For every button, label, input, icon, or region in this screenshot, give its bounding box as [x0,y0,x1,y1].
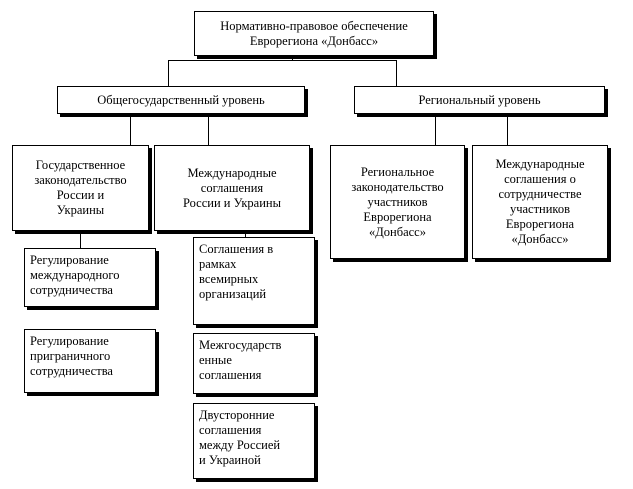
connector-line [245,230,246,238]
connector-line [435,113,436,145]
regulation-international-box: Регулирование международного сотрудничес… [24,248,156,307]
national-level-box: Общегосударственный уровень [57,86,305,114]
regional-agreements-box: Международные соглашения о сотрудничеств… [472,145,608,259]
connector-line [396,60,397,87]
connector-line [168,60,169,87]
international-agreements-box: Международные соглашения России и Украин… [154,145,310,231]
connector-line [130,113,131,145]
connector-line [168,60,397,61]
connector-line [208,113,209,145]
connector-line [292,55,293,61]
connector-line [507,113,508,145]
connector-line [80,230,81,250]
regional-level-box: Региональный уровень [354,86,605,114]
regional-legislation-box: Региональное законодательство участников… [330,145,465,259]
regulation-border-box: Регулирование приграничного сотрудничест… [24,329,156,393]
bilateral-agreements-box: Двусторонние соглашения между Россией и … [193,403,315,479]
interstate-agreements-box: Межгосударств енные соглашения [193,333,315,394]
root-box: Нормативно-правовое обеспечение Еврореги… [194,11,434,56]
state-legislation-box: Государственное законодательство России … [12,145,149,231]
agreements-world-orgs-box: Соглашения в рамках всемирных организаци… [193,237,315,325]
